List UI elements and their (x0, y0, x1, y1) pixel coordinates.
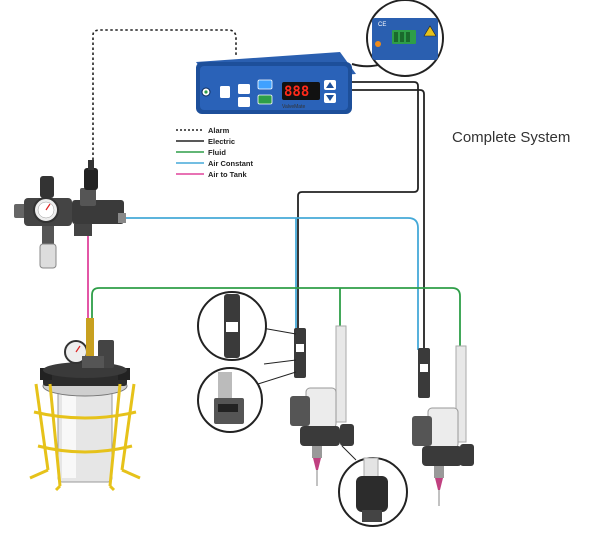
legend-label-alarm: Alarm (208, 126, 230, 135)
controller-brand: ValveMate (282, 104, 305, 110)
fluid-line (91, 287, 461, 350)
detail-inset-electric-connector (197, 291, 297, 365)
diagram-title: Complete System (452, 129, 570, 146)
air-regulator (14, 160, 126, 269)
air-constant-line (120, 217, 419, 350)
controller-display: 888 (284, 84, 309, 100)
detail-inset-fluid-fitting (338, 445, 408, 527)
legend-label-fluid: Fluid (208, 148, 226, 157)
legend-label-air-constant: Air Constant (208, 159, 254, 168)
controller-connector-inset: CE (366, 0, 444, 77)
alarm-line (92, 29, 237, 160)
electric-line-2 (350, 89, 425, 350)
legend: Alarm Electric Fluid Air Constant Air to… (176, 126, 254, 179)
valve-controller: 888 ValveMate (196, 52, 356, 114)
legend-label-electric: Electric (208, 137, 235, 146)
dispense-valve-1 (290, 325, 354, 486)
reservoir-tank (29, 318, 141, 492)
dispense-valve-2 (412, 345, 474, 506)
svg-text:CE: CE (378, 22, 386, 28)
detail-inset-air-fitting (197, 367, 297, 433)
electric-line-1 (297, 81, 419, 330)
legend-label-air-to-tank: Air to Tank (208, 170, 247, 179)
